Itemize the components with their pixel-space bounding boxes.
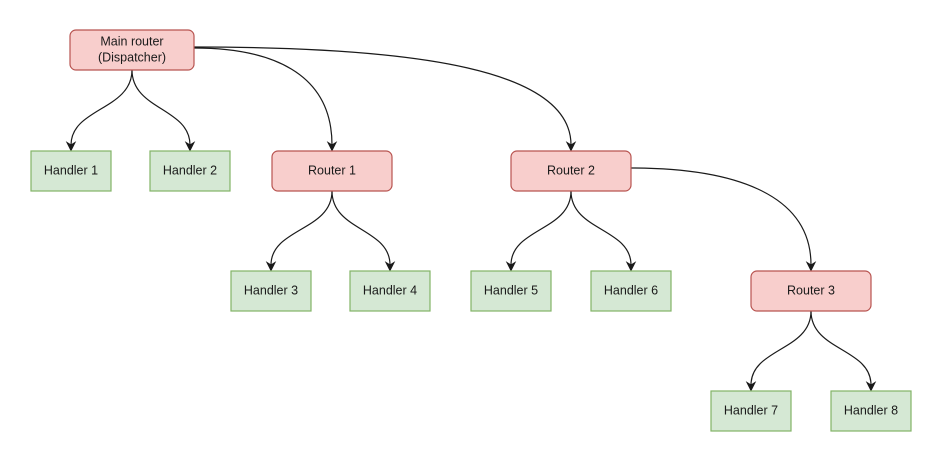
edge-router-3-to-handler-8 [810,310,877,392]
edge-router-2-to-router-3-line [630,167,812,266]
edge-main-to-handler-2 [131,69,196,152]
node-handler-4[interactable]: Handler 4 [349,270,431,312]
edge-router-2-to-handler-5-arrowhead-icon [505,261,517,272]
node-router-2-box[interactable] [510,150,632,192]
edge-router-2-to-handler-6 [570,190,637,272]
edge-main-to-router-2 [193,46,577,152]
edge-main-to-handler-2-line [131,69,191,146]
edge-router-3-to-handler-7-arrowhead-icon [745,381,757,392]
edge-router-3-to-handler-8-arrowhead-icon [865,381,877,392]
node-handler-7-box[interactable] [710,390,792,432]
edge-router-1-to-handler-3-line [270,190,333,266]
edge-router-1-to-handler-4-line [331,190,391,266]
node-handler-6[interactable]: Handler 6 [590,270,672,312]
edge-router-3-to-handler-7-line [750,310,812,386]
edge-router-1-to-handler-3 [265,190,333,272]
node-handler-8[interactable]: Handler 8 [830,390,912,432]
edge-router-2-to-router-3-arrowhead-icon [805,261,817,272]
edge-router-2-to-handler-5 [505,190,572,272]
node-handler-5[interactable]: Handler 5 [470,270,552,312]
edge-router-2-to-handler-6-arrowhead-icon [625,261,637,272]
node-handler-1[interactable]: Handler 1 [30,150,112,192]
node-handler-4-box[interactable] [349,270,431,312]
node-main-router[interactable]: Main router(Dispatcher) [69,29,195,71]
edge-router-1-to-handler-4-arrowhead-icon [384,261,396,272]
edge-layer [65,46,877,392]
node-handler-3-box[interactable] [230,270,312,312]
node-router-3[interactable]: Router 3 [750,270,872,312]
edge-main-to-router-1 [193,47,338,152]
node-router-3-box[interactable] [750,270,872,312]
edge-router-1-to-handler-4 [331,190,396,272]
edge-main-to-handler-2-arrowhead-icon [184,141,196,152]
node-router-1[interactable]: Router 1 [271,150,393,192]
node-handler-5-box[interactable] [470,270,552,312]
node-handler-1-box[interactable] [30,150,112,192]
edge-router-1-to-handler-3-arrowhead-icon [265,261,277,272]
edge-router-2-to-handler-5-line [510,190,572,266]
node-handler-2-box[interactable] [149,150,231,192]
node-handler-8-box[interactable] [830,390,912,432]
edge-main-to-router-1-arrowhead-icon [326,141,338,152]
edge-main-to-router-2-line [193,46,572,146]
node-handler-6-box[interactable] [590,270,672,312]
edge-main-to-router-2-arrowhead-icon [565,141,577,152]
edge-main-to-handler-1-arrowhead-icon [65,141,77,152]
node-router-2[interactable]: Router 2 [510,150,632,192]
node-handler-3[interactable]: Handler 3 [230,270,312,312]
edge-router-2-to-handler-6-line [570,190,632,266]
node-handler-7[interactable]: Handler 7 [710,390,792,432]
node-layer: Main router(Dispatcher) Handler 1 Handler … [30,29,912,432]
edge-router-2-to-router-3 [630,167,817,272]
node-main-router-box[interactable] [69,29,195,71]
edge-router-3-to-handler-8-line [810,310,872,386]
edge-main-to-handler-1-line [70,69,133,146]
edge-router-3-to-handler-7 [745,310,812,392]
node-handler-2[interactable]: Handler 2 [149,150,231,192]
edge-main-to-router-1-line [193,47,333,146]
edge-main-to-handler-1 [65,69,133,152]
node-router-1-box[interactable] [271,150,393,192]
